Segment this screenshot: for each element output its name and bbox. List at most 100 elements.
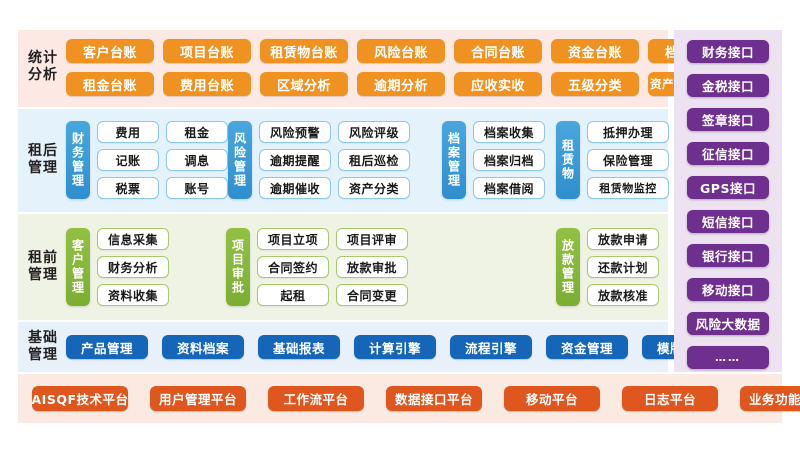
post-item-fee[interactable]: 费用	[97, 121, 159, 143]
section-basic-management: 基础 管理 产品管理 资料档案 基础报表 计算引擎 流程引擎 资金管理 模版管理	[18, 322, 724, 372]
platform-items-row: AISQF技术平台 用户管理平台 工作流平台 数据接口平台 移动平台 日志平台 …	[32, 386, 800, 411]
platform-item-user-management[interactable]: 用户管理平台	[150, 386, 246, 411]
platform-item-aisqf-tech[interactable]: AISQF技术平台	[32, 386, 128, 411]
post-item-archive-file[interactable]: 档案归档	[473, 149, 545, 171]
post-lease-group-leased-asset: 租赁物 抵押办理 保险管理 租赁物监控	[556, 121, 669, 199]
pre-item-loan-application[interactable]: 放款申请	[587, 228, 659, 250]
post-item-archive-collect[interactable]: 档案收集	[473, 121, 545, 143]
section-post-lease-label: 租后 管理	[20, 143, 66, 177]
pre-item-lease-start[interactable]: 起租	[257, 284, 329, 306]
pre-lease-group-approval: 项目审批 项目立项 合同签约 起租 项目评审 放款审批 合同变更	[226, 228, 408, 306]
post-lease-group-leased-asset-items: 抵押办理 保险管理 租赁物监控	[587, 121, 669, 199]
interface-item-risk-bigdata[interactable]: 风险大数据	[687, 312, 769, 335]
post-lease-category-leased-asset[interactable]: 租赁物	[556, 121, 580, 199]
post-item-tax-invoice[interactable]: 税票	[97, 177, 159, 199]
section-pre-lease-label: 租前 管理	[20, 250, 66, 284]
post-item-post-lease-inspection[interactable]: 租后巡检	[338, 149, 410, 171]
post-item-rate-adjust[interactable]: 调息	[166, 149, 228, 171]
post-lease-category-risk[interactable]: 风险管理	[228, 121, 252, 199]
post-item-risk-alert[interactable]: 风险预警	[259, 121, 331, 143]
stat-item-expense-ledger[interactable]: 费用台账	[163, 72, 251, 96]
post-item-mortgage-handling[interactable]: 抵押办理	[587, 121, 669, 143]
post-item-risk-rating[interactable]: 风险评级	[338, 121, 410, 143]
interface-items-column: 财务接口 金税接口 签章接口 征信接口 GPS接口 短信接口 银行接口 移动接口…	[687, 40, 769, 369]
platform-item-business-extension[interactable]: 业务功能扩展	[740, 386, 800, 411]
post-item-overdue-collection[interactable]: 逾期催收	[259, 177, 331, 199]
post-item-rent[interactable]: 租金	[166, 121, 228, 143]
interface-item-bank[interactable]: 银行接口	[687, 244, 769, 267]
basic-items-row: 产品管理 资料档案 基础报表 计算引擎 流程引擎 资金管理 模版管理	[66, 335, 724, 359]
basic-item-product-management[interactable]: 产品管理	[66, 335, 148, 359]
interface-item-mobile[interactable]: 移动接口	[687, 278, 769, 301]
interface-item-finance[interactable]: 财务接口	[687, 40, 769, 63]
section-basic-label-line1: 基础	[28, 330, 58, 346]
pre-item-financial-analysis[interactable]: 财务分析	[97, 256, 169, 278]
stat-item-fund-ledger[interactable]: 资金台账	[551, 39, 639, 63]
section-statistics-label: 统计 分析	[20, 50, 66, 84]
stat-item-five-level-classification[interactable]: 五级分类	[551, 72, 639, 96]
interface-item-gps[interactable]: GPS接口	[687, 176, 769, 199]
post-lease-category-finance[interactable]: 财务管理	[66, 121, 90, 199]
post-item-account-number[interactable]: 账号	[166, 177, 228, 199]
statistics-row-1: 客户台账 项目台账 租赁物台账 风险台账 合同台账 资金台账 档案台账	[66, 39, 736, 63]
pre-lease-group-approval-items: 项目立项 合同签约 起租 项目评审 放款审批 合同变更	[257, 228, 408, 306]
interface-item-golden-tax[interactable]: 金税接口	[687, 74, 769, 97]
pre-lease-category-customer[interactable]: 客户管理	[66, 228, 90, 306]
pre-item-project-initiation[interactable]: 项目立项	[257, 228, 329, 250]
post-item-asset-classification[interactable]: 资产分类	[338, 177, 410, 199]
platform-item-workflow[interactable]: 工作流平台	[268, 386, 364, 411]
post-lease-group-archive: 档案管理 档案收集 档案归档 档案借阅	[442, 121, 545, 199]
stat-item-region-analysis[interactable]: 区域分析	[260, 72, 348, 96]
pre-item-contract-signing[interactable]: 合同签约	[257, 256, 329, 278]
pre-item-project-review[interactable]: 项目评审	[336, 228, 408, 250]
stat-item-rent-ledger[interactable]: 租金台账	[66, 72, 154, 96]
basic-item-fund-management[interactable]: 资金管理	[546, 335, 628, 359]
post-item-archive-borrow[interactable]: 档案借阅	[473, 177, 545, 199]
stat-item-overdue-analysis[interactable]: 逾期分析	[357, 72, 445, 96]
pre-item-loan-approval[interactable]: 放款审批	[336, 256, 408, 278]
interface-item-sms[interactable]: 短信接口	[687, 210, 769, 233]
post-item-insurance-management[interactable]: 保险管理	[587, 149, 669, 171]
basic-item-calculation-engine[interactable]: 计算引擎	[354, 335, 436, 359]
statistics-grid: 客户台账 项目台账 租赁物台账 风险台账 合同台账 资金台账 档案台账 租金台账…	[66, 39, 736, 105]
basic-item-data-archive[interactable]: 资料档案	[162, 335, 244, 359]
platform-item-log[interactable]: 日志平台	[622, 386, 718, 411]
pre-lease-group-disbursement-items: 放款申请 还款计划 放款核准	[587, 228, 659, 306]
stat-item-project-ledger[interactable]: 项目台账	[163, 39, 251, 63]
platform-item-data-interface[interactable]: 数据接口平台	[386, 386, 482, 411]
pre-item-repayment-plan[interactable]: 还款计划	[587, 256, 659, 278]
post-lease-group-archive-items: 档案收集 档案归档 档案借阅	[473, 121, 545, 199]
statistics-row-2: 租金台账 费用台账 区域分析 逾期分析 应收实收 五级分类 资产证券化台账	[66, 72, 736, 96]
interface-item-credit-report[interactable]: 征信接口	[687, 142, 769, 165]
pre-item-data-collection[interactable]: 资料收集	[97, 284, 169, 306]
section-basic-label-line2: 管理	[28, 347, 58, 363]
pre-item-loan-verification[interactable]: 放款核准	[587, 284, 659, 306]
pre-lease-category-approval[interactable]: 项目审批	[226, 228, 250, 306]
pre-item-contract-change[interactable]: 合同变更	[336, 284, 408, 306]
stat-item-risk-ledger[interactable]: 风险台账	[357, 39, 445, 63]
section-pre-lease-label-line1: 租前	[28, 250, 58, 266]
post-item-asset-monitoring[interactable]: 租赁物监控	[587, 177, 669, 199]
basic-item-basic-report[interactable]: 基础报表	[258, 335, 340, 359]
platform-item-mobile[interactable]: 移动平台	[504, 386, 600, 411]
interface-item-more[interactable]: ……	[687, 346, 769, 369]
pre-item-info-collection[interactable]: 信息采集	[97, 228, 169, 250]
section-statistics-label-line2: 分析	[28, 67, 58, 83]
section-statistics-label-line1: 统计	[28, 50, 58, 66]
interface-item-signature[interactable]: 签章接口	[687, 108, 769, 131]
basic-item-workflow-engine[interactable]: 流程引擎	[450, 335, 532, 359]
post-lease-group-risk: 风险管理 风险预警 逾期提醒 逾期催收 风险评级 租后巡检 资产分类	[228, 121, 410, 199]
pre-lease-group-customer-items: 信息采集 财务分析 资料收集	[97, 228, 169, 306]
stat-item-asset-ledger[interactable]: 租赁物台账	[260, 39, 348, 63]
section-post-lease: 租后 管理 财务管理 费用 记账 税票 租金 调息 账号 风险管理	[18, 109, 669, 212]
stat-item-customer-ledger[interactable]: 客户台账	[66, 39, 154, 63]
stat-item-contract-ledger[interactable]: 合同台账	[454, 39, 542, 63]
stat-item-receivable-received[interactable]: 应收实收	[454, 72, 542, 96]
pre-lease-category-disbursement[interactable]: 放款管理	[556, 228, 580, 306]
post-item-overdue-reminder[interactable]: 逾期提醒	[259, 149, 331, 171]
post-lease-category-archive[interactable]: 档案管理	[442, 121, 466, 199]
post-item-bookkeeping[interactable]: 记账	[97, 149, 159, 171]
section-basic-label: 基础 管理	[20, 330, 66, 364]
section-pre-lease: 租前 管理 客户管理 信息采集 财务分析 资料收集 项目审批 项目立项 合同签约…	[18, 214, 668, 320]
